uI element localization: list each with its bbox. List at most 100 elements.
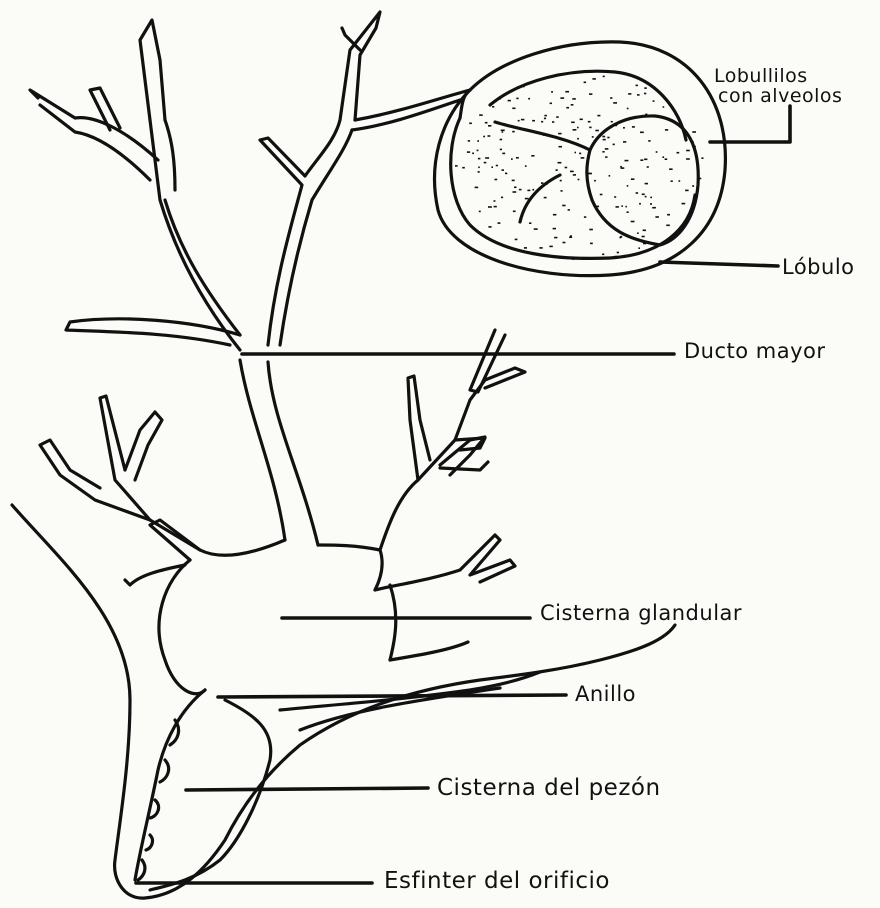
alveolo-dot <box>525 198 529 200</box>
alveolo-dot <box>640 132 644 134</box>
alveolo-dot <box>605 148 609 150</box>
alveolo-dot <box>499 98 501 100</box>
alveolo-dot <box>686 150 690 152</box>
alveolo-dot <box>529 222 531 224</box>
alveolo-dot <box>573 174 576 176</box>
alveolo-dot <box>488 206 492 208</box>
alveolo-dot <box>494 206 497 208</box>
alveolo-dot <box>614 256 618 258</box>
leader-lobulo <box>660 262 778 266</box>
alveolo-dot <box>573 129 577 131</box>
alveolo-dot <box>539 247 542 249</box>
alveolo-dot <box>605 156 607 158</box>
alveolo-dot <box>623 127 625 129</box>
alveolo-dot <box>645 114 647 116</box>
alveolo-dot <box>477 140 479 142</box>
alveolo-dot <box>631 178 635 180</box>
alveolo-dot <box>545 183 548 185</box>
alveolo-dot <box>532 120 535 122</box>
alveolo-dot <box>572 258 575 260</box>
alveolo-dot <box>512 131 515 133</box>
label-lobulillos-line2: con alveolos <box>714 86 842 106</box>
alveolo-dot <box>488 125 491 127</box>
alveolo-dot <box>613 144 615 146</box>
alveolo-dot <box>462 167 465 169</box>
alveolo-dot <box>644 159 647 161</box>
alveolo-dot <box>627 185 629 187</box>
alveolo-dot <box>560 97 564 99</box>
alveolo-dot <box>528 98 530 100</box>
alveolo-dot <box>644 87 647 89</box>
alveolo-dot <box>479 211 481 213</box>
alveolo-dot <box>640 159 643 161</box>
alveolo-dot <box>478 171 480 173</box>
alveolo-dot <box>645 196 647 198</box>
alveolo-dot <box>662 156 664 158</box>
alveolo-dot <box>592 136 594 138</box>
alveolo-dot <box>578 179 580 181</box>
alveolo-dot <box>577 127 579 129</box>
alveolo-dot <box>602 151 604 153</box>
alveolo-dot <box>518 120 520 122</box>
alveolo-dot <box>494 200 496 202</box>
alveolo-dot <box>620 166 622 168</box>
alveolo-dot <box>685 190 689 192</box>
alveolo-dot <box>562 205 565 207</box>
alveolo-dot <box>647 166 649 168</box>
alveolo-dot <box>603 139 606 141</box>
alveolo-dot <box>619 237 621 239</box>
alveolo-dot <box>469 123 472 125</box>
alveolo-dot <box>679 124 681 126</box>
alveolo-dot <box>627 108 629 110</box>
alveolo-dot <box>611 121 613 123</box>
alveolo-dot <box>694 150 697 152</box>
label-lobulo: Lóbulo <box>782 255 855 279</box>
alveolo-dot <box>558 133 562 135</box>
alveolo-dot <box>488 135 491 137</box>
alveolo-dot <box>589 229 593 231</box>
alveolo-dot <box>639 203 641 205</box>
alveolo-dot <box>637 232 639 234</box>
alveolo-dot <box>467 151 470 153</box>
alveolo-dot <box>505 173 507 175</box>
alveolo-dot <box>590 243 593 245</box>
alveolo-dot <box>556 169 558 171</box>
label-cisterna-glandular: Cisterna glandular <box>540 601 742 625</box>
alveolo-dot <box>516 98 518 100</box>
alveolo-dot <box>686 158 690 160</box>
alveolo-dot <box>648 140 650 142</box>
alveolo-dot <box>701 157 703 159</box>
alveolo-dot <box>588 173 592 175</box>
alveolo-dot <box>502 131 504 133</box>
cisterna-glandular-tree <box>40 330 525 694</box>
alveolo-dot <box>516 157 519 159</box>
alveolo-dot <box>513 191 517 193</box>
alveolo-dot <box>556 116 559 118</box>
alveolo-dot <box>631 221 635 223</box>
alveolo-dot <box>491 166 493 168</box>
alveolo-dot <box>552 121 554 123</box>
alveolo-dot <box>550 103 552 105</box>
alveolo-dot <box>512 108 515 110</box>
alveolo-dot <box>607 137 609 139</box>
alveolo-dot <box>698 178 701 180</box>
alveolo-dot <box>521 86 525 88</box>
alveolo-dot <box>692 146 696 148</box>
alveolo-dot <box>625 160 629 162</box>
alveolo-dot <box>594 180 596 182</box>
alveolo-dot <box>644 93 646 95</box>
alveolo-dot <box>494 101 496 103</box>
alveolo-dot <box>519 189 522 191</box>
alveolo-dot <box>623 141 626 143</box>
alveolo-dot <box>679 180 681 182</box>
alveolo-dot <box>483 136 485 138</box>
alveolo-dot <box>544 115 547 117</box>
alveolo-dot <box>508 100 511 102</box>
alveolo-dot <box>609 175 611 177</box>
alveolo-dot <box>485 122 488 124</box>
alveolo-dot <box>665 158 668 160</box>
alveolo-dot <box>636 85 638 87</box>
alveolo-dot <box>580 119 583 121</box>
alveolo-dot <box>543 134 545 136</box>
alveolo-dot <box>572 98 576 100</box>
